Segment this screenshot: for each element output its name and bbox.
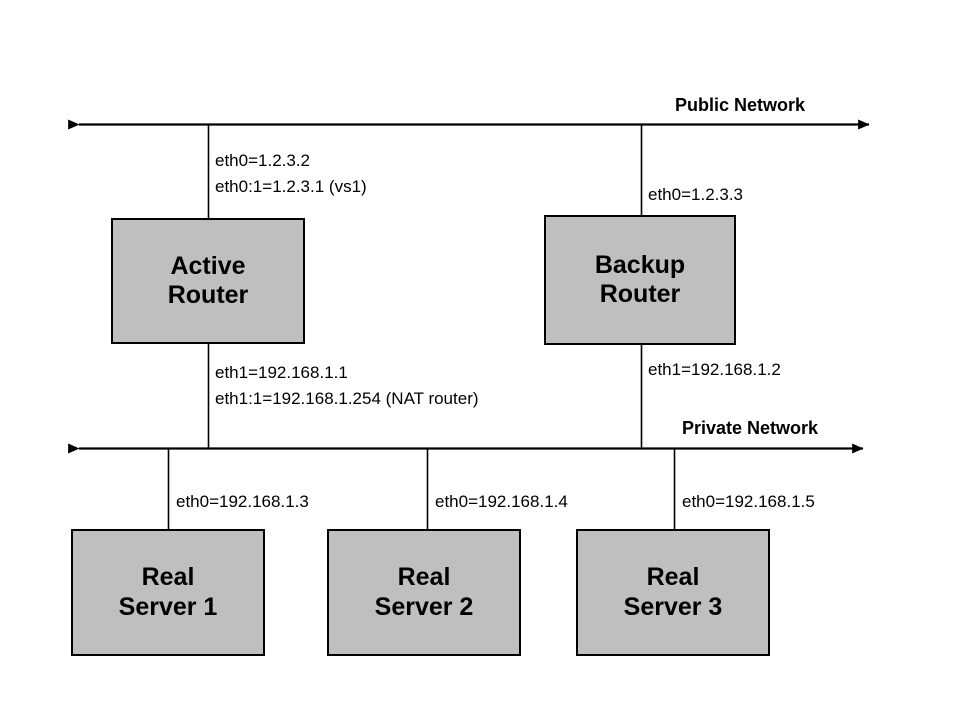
public-network-label: Public Network xyxy=(675,95,806,115)
active-router-eth1-1-label: eth1:1=192.168.1.254 (NAT router) xyxy=(215,389,479,409)
active-router-eth1-label: eth1=192.168.1.1 xyxy=(215,363,348,382)
active-router-label-line1: Active xyxy=(170,251,246,280)
active-router-public-interfaces: eth0=1.2.3.2 eth0:1=1.2.3.1 (vs1) xyxy=(215,148,367,201)
backup-router-label-line1: Backup xyxy=(594,250,686,279)
backup-router-eth1-label: eth1=192.168.1.2 xyxy=(648,360,781,379)
real-server-2-label-line1: Real xyxy=(397,563,451,591)
real-server-1-node[interactable]: Real Server 1 xyxy=(71,529,265,656)
real-server-1-label-line1: Real xyxy=(141,563,195,591)
real-server-2-node[interactable]: Real Server 2 xyxy=(327,529,521,656)
active-router-private-interfaces: eth1=192.168.1.1 eth1:1=192.168.1.254 (N… xyxy=(215,360,479,413)
active-router-node[interactable]: Active Router xyxy=(111,218,305,344)
real-server-3-eth0-label: eth0=192.168.1.5 xyxy=(682,492,815,511)
real-server-3-node[interactable]: Real Server 3 xyxy=(576,529,770,656)
real-server-1-eth0-label: eth0=192.168.1.3 xyxy=(176,492,309,511)
active-router-eth0-1-label: eth0:1=1.2.3.1 (vs1) xyxy=(215,177,367,197)
real-server-2-label-line2: Server 2 xyxy=(374,592,474,621)
real-server-3-label-line2: Server 3 xyxy=(623,592,723,621)
active-router-eth0-label: eth0=1.2.3.2 xyxy=(215,151,311,170)
backup-router-node[interactable]: Backup Router xyxy=(544,215,736,345)
backup-router-eth0-label: eth0=1.2.3.3 xyxy=(648,185,744,204)
real-server-3-label-line1: Real xyxy=(646,563,700,591)
real-server-2-eth0-label: eth0=192.168.1.4 xyxy=(435,492,568,511)
active-router-label-line2: Router xyxy=(167,281,249,309)
backup-router-label-line2: Router xyxy=(599,280,681,308)
private-network-label: Private Network xyxy=(682,418,819,438)
real-server-1-label-line2: Server 1 xyxy=(118,592,218,621)
